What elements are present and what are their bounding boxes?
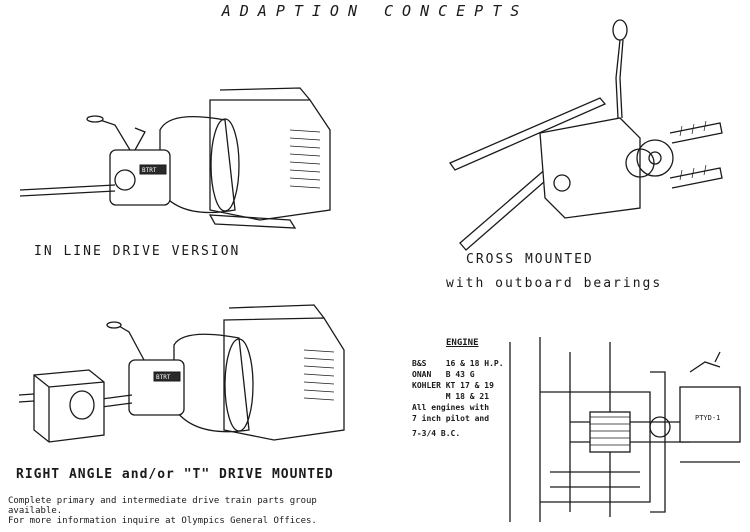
engine-spec-line: All engines with bbox=[412, 403, 490, 412]
svg-text:PTYD-1: PTYD-1 bbox=[695, 414, 720, 422]
engine-spec-line: 7 inch pilot and bbox=[412, 414, 490, 423]
engine-heading: ENGINE bbox=[446, 338, 479, 348]
engine-spec-line: ONAN B 43 G bbox=[412, 370, 475, 379]
engine-spec-line: B&S 16 & 18 H.P. bbox=[412, 359, 504, 368]
badge-label: BTRT bbox=[142, 167, 157, 174]
footer-notes: Complete primary and intermediate drive … bbox=[8, 496, 317, 526]
engine-spec-line: 7-3/4 B.C. bbox=[412, 429, 461, 438]
in-line-caption: IN LINE DRIVE VERSION bbox=[34, 244, 241, 259]
right-angle-caption: RIGHT ANGLE and/or "T" DRIVE MOUNTED bbox=[16, 467, 334, 482]
footer-line: For more information inquire at Olympics… bbox=[8, 516, 317, 526]
in-line-drive-illustration: BTRT bbox=[19, 87, 331, 229]
cross-mounted-illustration bbox=[449, 19, 723, 251]
engine-spec-line: M 18 & 21 bbox=[412, 392, 490, 401]
page-title: ADAPTION CONCEPTS bbox=[221, 2, 529, 20]
cutaway-section-illustration: PTYD-1 bbox=[509, 337, 741, 522]
outboard-caption: with outboard bearings bbox=[446, 276, 663, 291]
engine-spec-list: B&S 16 & 18 H.P. ONAN B 43 G KOHLER KT 1… bbox=[412, 358, 504, 439]
footer-line: available. bbox=[8, 506, 63, 516]
footer-line: Complete primary and intermediate drive … bbox=[8, 496, 317, 506]
badge-label-2: BTRT bbox=[156, 374, 171, 381]
cross-mounted-caption: CROSS MOUNTED bbox=[466, 252, 594, 267]
right-angle-drive-illustration: BTRT bbox=[18, 304, 345, 443]
engine-spec-line: KOHLER KT 17 & 19 bbox=[412, 381, 494, 390]
